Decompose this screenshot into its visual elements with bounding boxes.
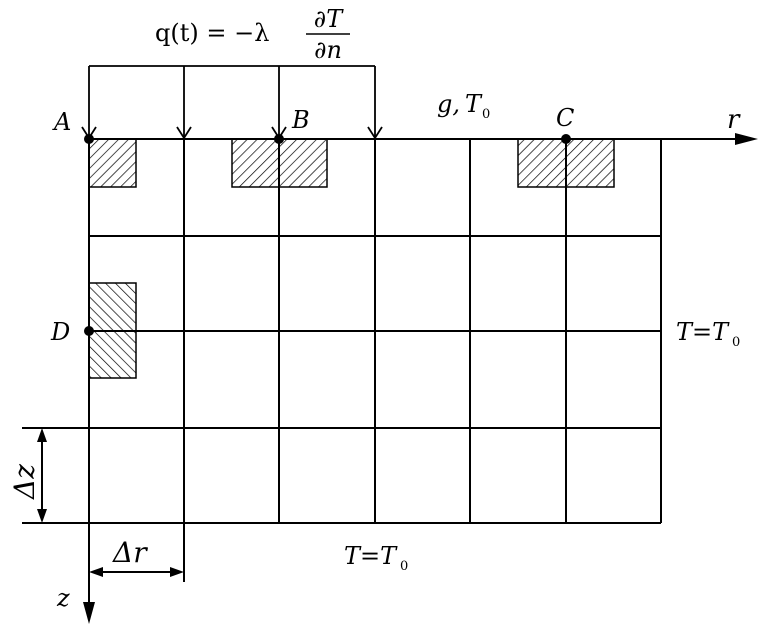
surface-var: g, [437, 90, 460, 118]
z-axis-label: z [56, 584, 70, 612]
label-c: C [556, 104, 574, 132]
surface-t: T [465, 90, 483, 118]
right-boundary-text: T=T [676, 318, 730, 346]
node-b-dot [274, 134, 284, 144]
delta-z-dimension [37, 428, 47, 523]
formula-numerator: ∂T [314, 5, 344, 33]
surface-t-sub: 0 [482, 107, 490, 122]
bottom-boundary-label: T=T 0 [344, 542, 408, 574]
right-boundary-label: T=T 0 [676, 318, 740, 350]
bottom-boundary-sub: 0 [400, 559, 408, 574]
label-a: A [52, 108, 71, 136]
surface-condition-label: g, T 0 [437, 90, 490, 122]
bottom-boundary-text: T=T [344, 542, 398, 570]
node-c-dot [561, 134, 571, 144]
formula-lhs: q(t) = −λ [155, 19, 269, 47]
r-axis-label: r [727, 105, 741, 135]
label-d: D [50, 318, 70, 346]
right-boundary-sub: 0 [732, 335, 740, 350]
node-d-dot [84, 326, 94, 336]
delta-r-label: Δr [112, 536, 148, 569]
z-axis [83, 139, 95, 624]
control-volume-a [88, 138, 137, 188]
node-a-dot [84, 134, 94, 144]
delta-r-dimension [89, 567, 184, 577]
label-b: B [291, 106, 310, 134]
heat-flux-bracket [81, 65, 383, 140]
delta-z-label: Δz [8, 464, 41, 500]
formula-denominator: ∂n [314, 36, 342, 64]
mesh-grid [22, 139, 662, 582]
r-axis [89, 133, 758, 145]
heat-flux-formula: q(t) = −λ ∂T ∂n [155, 5, 350, 64]
